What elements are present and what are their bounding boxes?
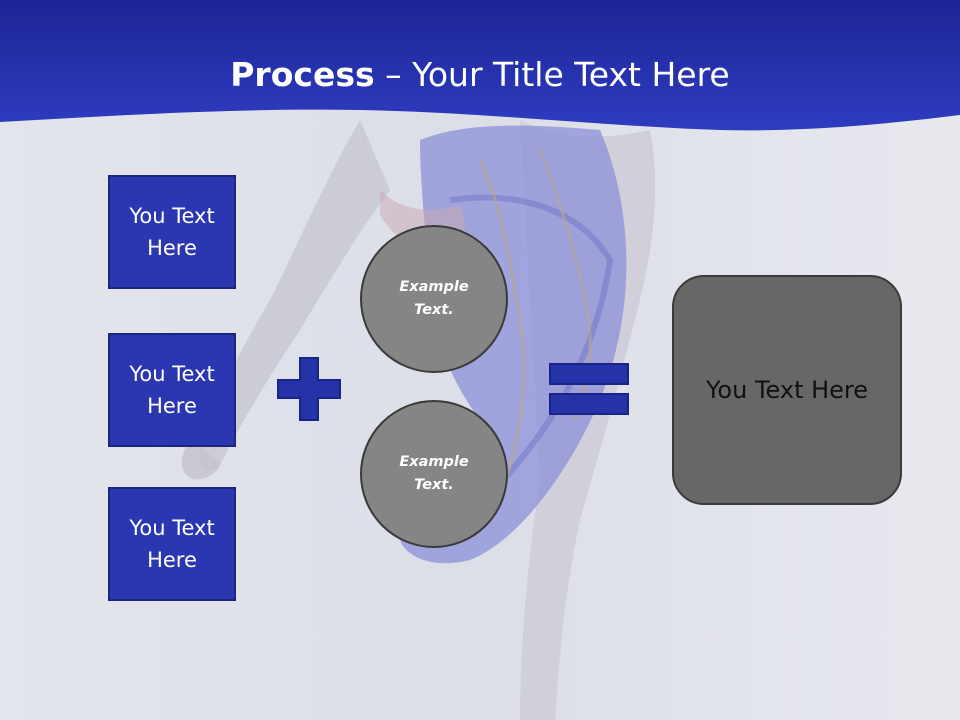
- text-box-1[interactable]: You Text Here: [108, 175, 236, 289]
- plus-icon: [277, 357, 341, 421]
- text-box-2[interactable]: You Text Here: [108, 333, 236, 447]
- circle-label: Example Text.: [399, 454, 469, 493]
- text-box-3[interactable]: You Text Here: [108, 487, 236, 601]
- text-box-label: You Text Here: [129, 204, 215, 260]
- equals-icon: [549, 363, 629, 415]
- example-circle-1[interactable]: Example Text.: [360, 225, 508, 373]
- header-band: [0, 0, 960, 131]
- result-box-label: You Text Here: [705, 376, 869, 404]
- title-rest: – Your Title Text Here: [374, 55, 730, 94]
- circle-label: Example Text.: [399, 279, 469, 318]
- example-circle-2[interactable]: Example Text.: [360, 400, 508, 548]
- title-bold: Process: [230, 55, 375, 94]
- page-title: Process – Your Title Text Here: [0, 52, 960, 98]
- text-box-label: You Text Here: [129, 516, 215, 572]
- text-box-label: You Text Here: [129, 362, 215, 418]
- result-box[interactable]: You Text Here: [672, 275, 902, 505]
